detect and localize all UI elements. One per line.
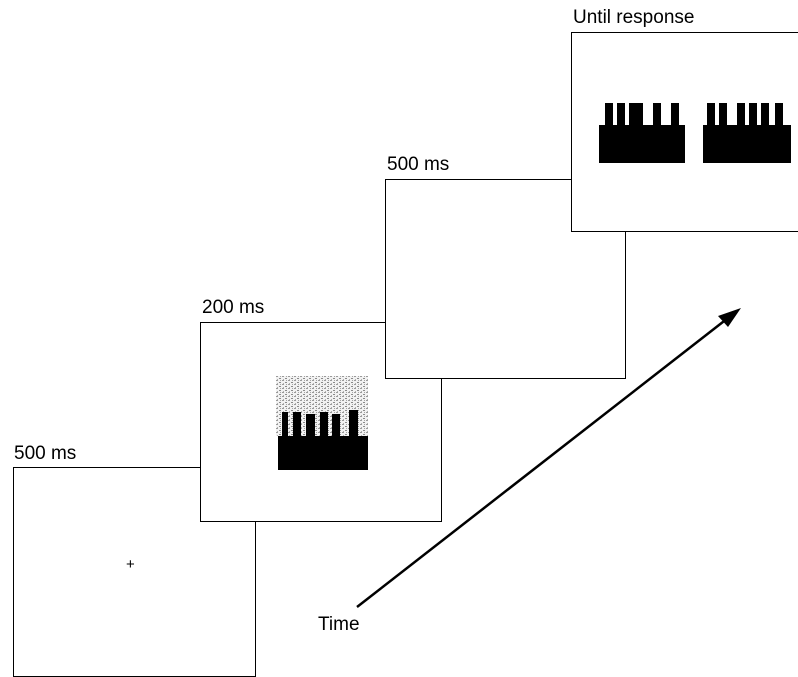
frame-4-duration-label: Until response: [573, 7, 695, 28]
masked-bar-stimulus: [276, 376, 368, 470]
response-frame: [571, 32, 798, 232]
fixation-cross: +: [126, 556, 135, 573]
time-axis-label: Time: [318, 614, 360, 635]
frame-1-duration-label: 500 ms: [14, 443, 77, 464]
frame-2-duration-label: 200 ms: [202, 297, 265, 318]
response-stimulus-right: [703, 103, 791, 163]
frame-3-duration-label: 500 ms: [387, 154, 450, 175]
response-stimulus-left: [599, 103, 685, 163]
